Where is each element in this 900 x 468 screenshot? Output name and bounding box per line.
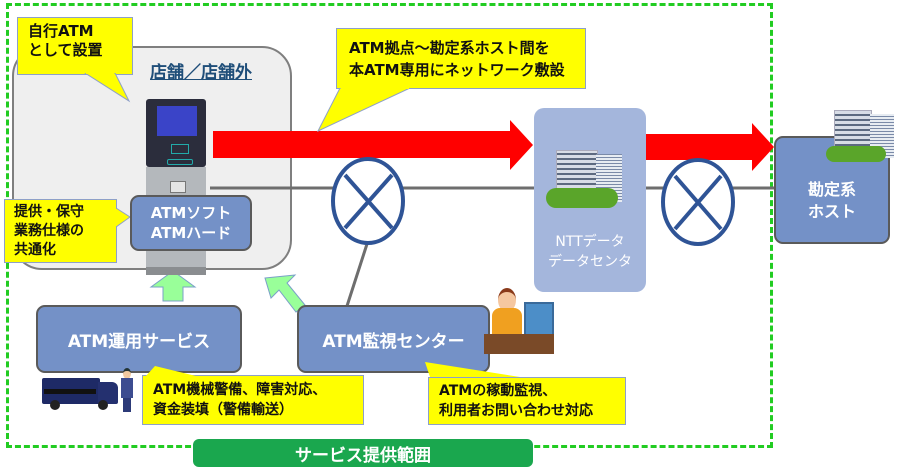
callout-pointer — [116, 207, 131, 228]
datacenter-label: NTTデータ データセンタ — [534, 232, 646, 272]
callout-line: 提供・保守 — [14, 204, 84, 220]
callout-pointer — [84, 73, 131, 103]
green-arrow-operation-to-atm — [149, 270, 197, 302]
security-guard-icon — [120, 368, 134, 412]
callout-operation-tasks: ATM機械警備、障害対応、 資金装填（警備輸送） — [142, 375, 364, 425]
callout-line: ATM拠点～勘定系ホスト間を — [349, 39, 550, 57]
atm-operation-service-node[interactable]: ATM運用サービス — [36, 305, 242, 373]
node-label: ATM監視センター — [322, 331, 465, 352]
node-label: ATMソフト — [150, 204, 232, 222]
callout-line: 資金装填（警備輸送） — [153, 402, 293, 418]
callout-line: ATM機械警備、障害対応、 — [153, 382, 327, 398]
callout-line: 自行ATM — [28, 22, 94, 40]
node-label: ホスト — [807, 202, 856, 221]
node-label: 勘定系 — [807, 180, 856, 199]
red-arrow-store-to-dc — [213, 120, 533, 170]
red-arrow-dc-to-host — [632, 123, 774, 171]
callout-common-spec: 提供・保守 業務仕様の 共通化 — [4, 199, 117, 263]
callout-line: 本ATM専用にネットワーク敷設 — [349, 61, 565, 79]
atm-software-hardware-node[interactable]: ATMソフト ATMハード — [130, 195, 252, 251]
service-scope-label: サービス提供範囲 — [193, 439, 533, 467]
building-icon — [826, 110, 898, 164]
building-icon — [546, 150, 628, 210]
callout-pointer — [316, 88, 411, 133]
atm-monitoring-center-node[interactable]: ATM監視センター — [297, 305, 490, 373]
callout-pointer — [425, 362, 520, 377]
network-switch-icon — [661, 158, 735, 246]
node-label: NTTデータ — [555, 234, 625, 250]
callout-line: 共通化 — [14, 242, 56, 258]
node-label: ATMハード — [150, 224, 232, 242]
callout-line: として設置 — [28, 41, 103, 59]
security-truck-icon — [42, 376, 120, 412]
node-label: ATM運用サービス — [67, 331, 211, 352]
operator-icon — [484, 288, 554, 356]
store-area-title: 店舗／店舗外 — [150, 63, 252, 83]
callout-monitoring-tasks: ATMの稼動監視、 利用者お問い合わせ対応 — [428, 377, 626, 425]
callout-self-atm: 自行ATM として設置 — [17, 17, 133, 75]
callout-network: ATM拠点～勘定系ホスト間を 本ATM専用にネットワーク敷設 — [336, 28, 586, 89]
monitoring-link-line — [345, 243, 369, 307]
callout-line: 利用者お問い合わせ対応 — [439, 403, 593, 419]
node-label: データセンタ — [548, 254, 632, 270]
callout-line: ATMの稼動監視、 — [439, 383, 557, 399]
callout-pointer — [145, 366, 200, 377]
atm-machine-icon — [146, 99, 206, 275]
network-switch-icon — [331, 157, 405, 245]
callout-line: 業務仕様の — [14, 223, 84, 239]
